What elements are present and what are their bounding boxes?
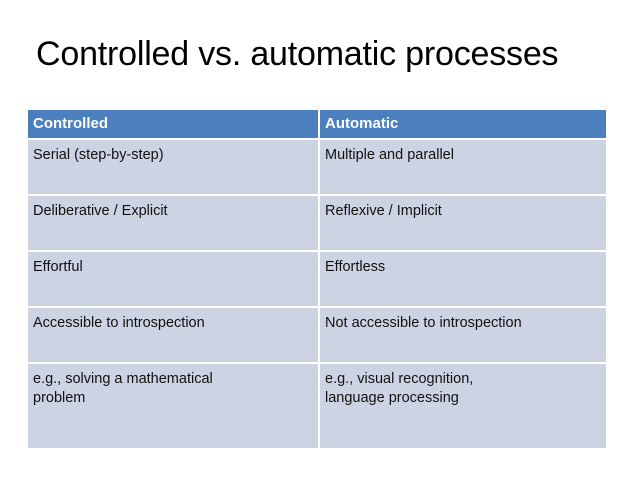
cell-line: language processing [325, 390, 459, 406]
table-body: Serial (step-by-step) Multiple and paral… [28, 138, 606, 448]
table-row: Serial (step-by-step) Multiple and paral… [28, 138, 606, 195]
cell-controlled-3: Effortful [28, 250, 320, 307]
table-row: Effortful Effortless [28, 250, 606, 307]
cell-line: Multiple and parallel [325, 147, 454, 163]
cell-line: Effortful [33, 259, 83, 275]
table-row: e.g., solving a mathematical problem e.g… [28, 362, 606, 448]
column-header-controlled: Controlled [28, 110, 320, 139]
cell-line: Serial (step-by-step) [33, 147, 164, 163]
table-row: Deliberative / Explicit Reflexive / Impl… [28, 194, 606, 251]
cell-line: e.g., visual recognition, [325, 371, 474, 387]
cell-line: Not accessible to introspection [325, 315, 522, 331]
cell-controlled-1: Serial (step-by-step) [28, 138, 320, 195]
cell-automatic-3: Effortless [319, 250, 606, 307]
column-header-automatic: Automatic [319, 110, 606, 139]
cell-automatic-5: e.g., visual recognition, language proce… [319, 362, 606, 448]
cell-line: Reflexive / Implicit [325, 203, 442, 219]
table-header: Controlled Automatic [28, 110, 606, 139]
cell-line: e.g., solving a mathematical [33, 371, 213, 387]
cell-controlled-2: Deliberative / Explicit [28, 194, 320, 251]
table-header-row: Controlled Automatic [28, 110, 606, 139]
cell-controlled-5: e.g., solving a mathematical problem [28, 362, 320, 448]
cell-controlled-4: Accessible to introspection [28, 306, 320, 363]
cell-line: Deliberative / Explicit [33, 203, 168, 219]
comparison-table: Controlled Automatic Serial (step-by-ste… [28, 110, 606, 448]
cell-automatic-4: Not accessible to introspection [319, 306, 606, 363]
cell-line: Accessible to introspection [33, 315, 205, 331]
cell-line: problem [33, 390, 86, 406]
page-title: Controlled vs. automatic processes [36, 35, 559, 73]
table-row: Accessible to introspection Not accessib… [28, 306, 606, 363]
cell-automatic-2: Reflexive / Implicit [319, 194, 606, 251]
cell-automatic-1: Multiple and parallel [319, 138, 606, 195]
cell-line: Effortless [325, 259, 386, 275]
